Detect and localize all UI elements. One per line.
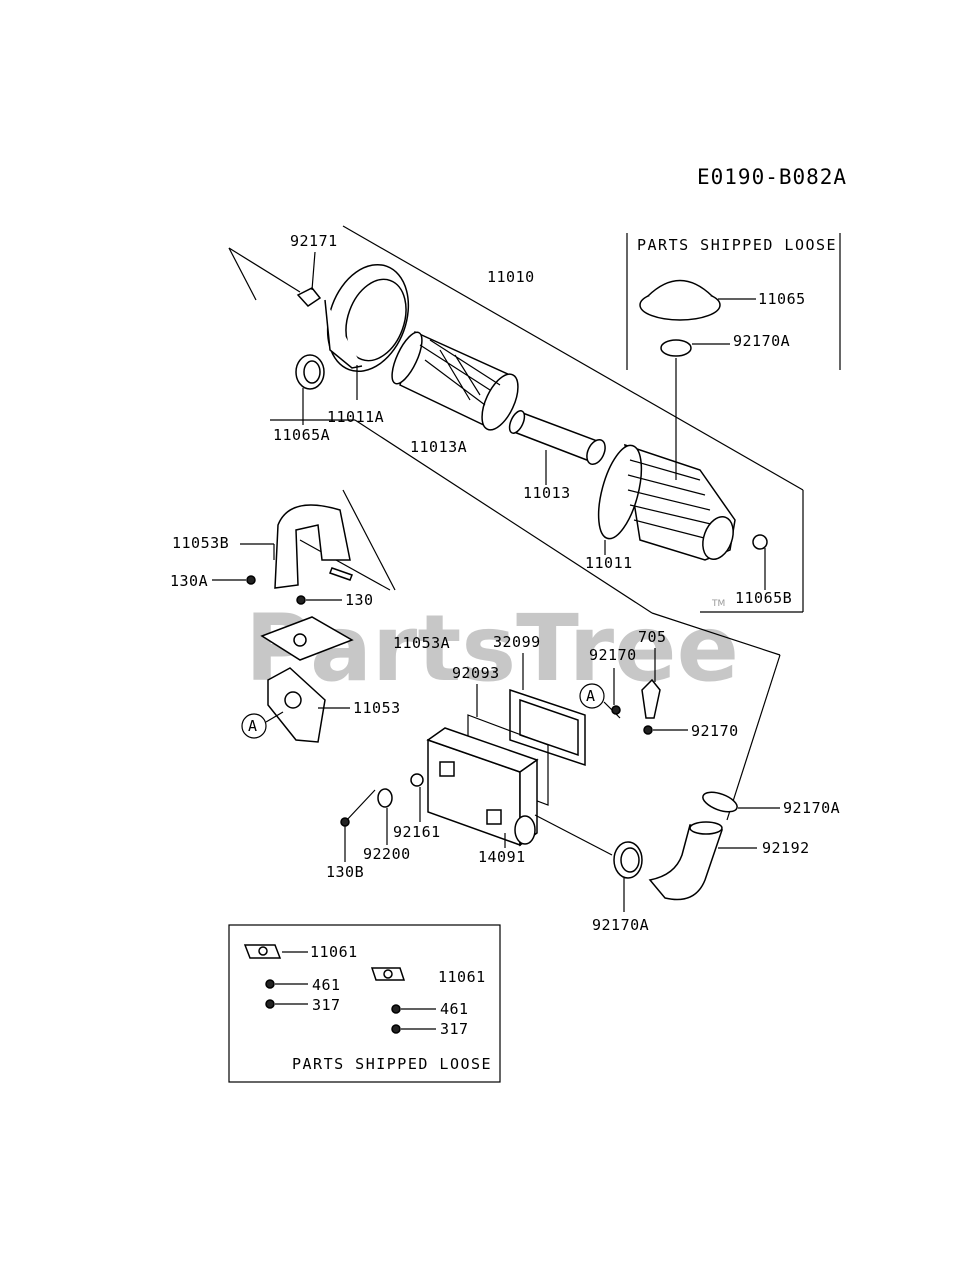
label-461-b: 461 [440,1000,469,1018]
part-11011-housing [597,443,736,561]
label-92171: 92171 [290,232,338,250]
part-11053A-plate [260,616,354,661]
part-11061-gasket-a [243,944,308,959]
loose-box-bottom-title: PARTS SHIPPED LOOSE [292,1055,492,1073]
label-32099: 32099 [493,633,541,651]
assembly-bracket-lines [228,225,804,821]
label-92170-b: 92170 [691,722,739,740]
label-11013: 11013 [523,484,571,502]
loose-parts-box-bottom: PARTS SHIPPED LOOSE [228,924,501,1083]
label-130: 130 [345,591,374,609]
label-11065B: 11065B [735,589,792,607]
label-11013A: 11013A [410,438,467,456]
label-92170-a: 92170 [589,646,637,664]
part-11065B-cap [752,534,768,590]
label-11010: 11010 [487,268,535,286]
label-317-b: 317 [440,1020,469,1038]
label-11011A: 11011A [327,408,384,426]
label-11053B: 11053B [172,534,229,552]
part-11065A-cap [295,354,325,425]
part-92170A-clamp-top [660,339,730,480]
label-317-a: 317 [312,996,341,1014]
part-11013-inner-filter [508,410,606,485]
label-705: 705 [638,628,667,646]
label-11065A: 11065A [273,426,330,444]
watermark-tm: TM [711,599,725,609]
part-317-nut-b [391,1024,436,1034]
label-11065: 11065 [758,290,806,308]
part-14091-muffler [426,727,539,848]
label-130A: 130A [170,572,208,590]
part-92170-nut-a [611,668,621,715]
label-92093: 92093 [452,664,500,682]
part-11013A-filter [391,330,519,431]
label-92161: 92161 [393,823,441,841]
label-92200: 92200 [363,845,411,863]
part-317-nut-a [265,999,308,1009]
svg-text:A: A [586,687,596,705]
label-92170A-top: 92170A [733,332,790,350]
label-11053: 11053 [353,699,401,717]
part-11011A-cover [324,263,410,400]
part-92170A-clamp-mid [702,791,780,813]
label-11011: 11011 [585,554,633,572]
part-92161-nut [410,773,424,822]
part-92171-clip [296,251,322,307]
label-14091: 14091 [478,848,526,866]
loose-box-top-title: PARTS SHIPPED LOOSE [637,236,837,254]
label-461-a: 461 [312,976,341,994]
diagram-code: E0190-B082A [697,165,847,189]
part-92192-hose [648,821,757,901]
label-92170A-mid: 92170A [783,799,840,817]
part-labels: 92171 11010 11065 92170A 11011A 11065A 1… [170,232,840,1038]
svg-text:A: A [248,717,258,735]
label-92192: 92192 [762,839,810,857]
label-11061-b: 11061 [438,968,486,986]
part-11061-gasket-b [370,967,406,981]
part-11065-dust-cap [639,279,756,321]
label-92170A-low: 92170A [592,916,649,934]
callout-a-left: A [241,711,284,739]
part-11053-gasket-plate [267,667,350,743]
label-130B: 130B [326,863,364,881]
part-705-elbow [641,648,661,719]
label-11053A: 11053A [393,634,450,652]
part-11053B-shield [240,504,353,589]
part-92170-nut-b [643,725,688,735]
part-32099-screen [509,653,586,767]
part-130-bolt [296,595,342,605]
label-11061-a: 11061 [310,943,358,961]
loose-parts-box-top: PARTS SHIPPED LOOSE [626,233,841,370]
part-461-washer-a [265,979,308,989]
part-130A-bolt [212,575,256,585]
part-461-washer-b [391,1004,436,1014]
part-92170A-clamp-low [534,814,643,912]
part-92200-washer [377,788,393,845]
part-130B-bolt [340,789,376,862]
